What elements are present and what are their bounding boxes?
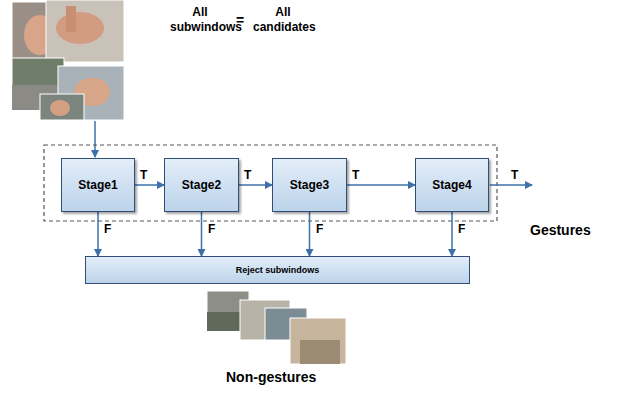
connector-arrow bbox=[451, 212, 453, 256]
connector-arrow bbox=[135, 184, 164, 186]
box-text: Stage1 bbox=[78, 178, 117, 192]
connector-arrow bbox=[239, 184, 272, 186]
non-gesture-photos bbox=[207, 291, 346, 364]
box-text: Reject subwindows bbox=[236, 265, 320, 275]
equals-sign: = bbox=[236, 13, 244, 28]
stage-box: Stage4 bbox=[415, 158, 489, 212]
stage-box: Stage1 bbox=[61, 158, 135, 212]
branch-label: T bbox=[511, 168, 518, 183]
connector-arrow bbox=[347, 184, 415, 186]
branch-label: T bbox=[243, 168, 252, 182]
box-text: Stage3 bbox=[290, 178, 329, 192]
connector-arrow bbox=[201, 212, 203, 256]
branch-label: F bbox=[207, 222, 216, 236]
box-text: Stage2 bbox=[182, 178, 221, 192]
connector-arrow bbox=[97, 212, 99, 256]
cascade-frame bbox=[44, 145, 497, 221]
box-text: Stage4 bbox=[432, 178, 471, 192]
set-label: All subwindows bbox=[170, 5, 230, 35]
set-label: All candidates bbox=[253, 5, 313, 35]
branch-label: F bbox=[315, 222, 324, 236]
branch-label: T bbox=[139, 168, 148, 182]
output-label: Non-gestures bbox=[226, 370, 316, 385]
output-arrow bbox=[490, 184, 532, 186]
output-label: Gestures bbox=[530, 223, 591, 238]
stage-box: Stage2 bbox=[164, 158, 239, 212]
reject-bar: Reject subwindows bbox=[85, 256, 470, 284]
gesture-photos bbox=[12, 0, 124, 120]
branch-label: F bbox=[457, 222, 466, 236]
input-arrow bbox=[94, 121, 96, 157]
branch-label: F bbox=[103, 222, 112, 236]
connector-arrow bbox=[309, 212, 311, 256]
branch-label: T bbox=[351, 168, 360, 182]
stage-box: Stage3 bbox=[272, 158, 347, 212]
